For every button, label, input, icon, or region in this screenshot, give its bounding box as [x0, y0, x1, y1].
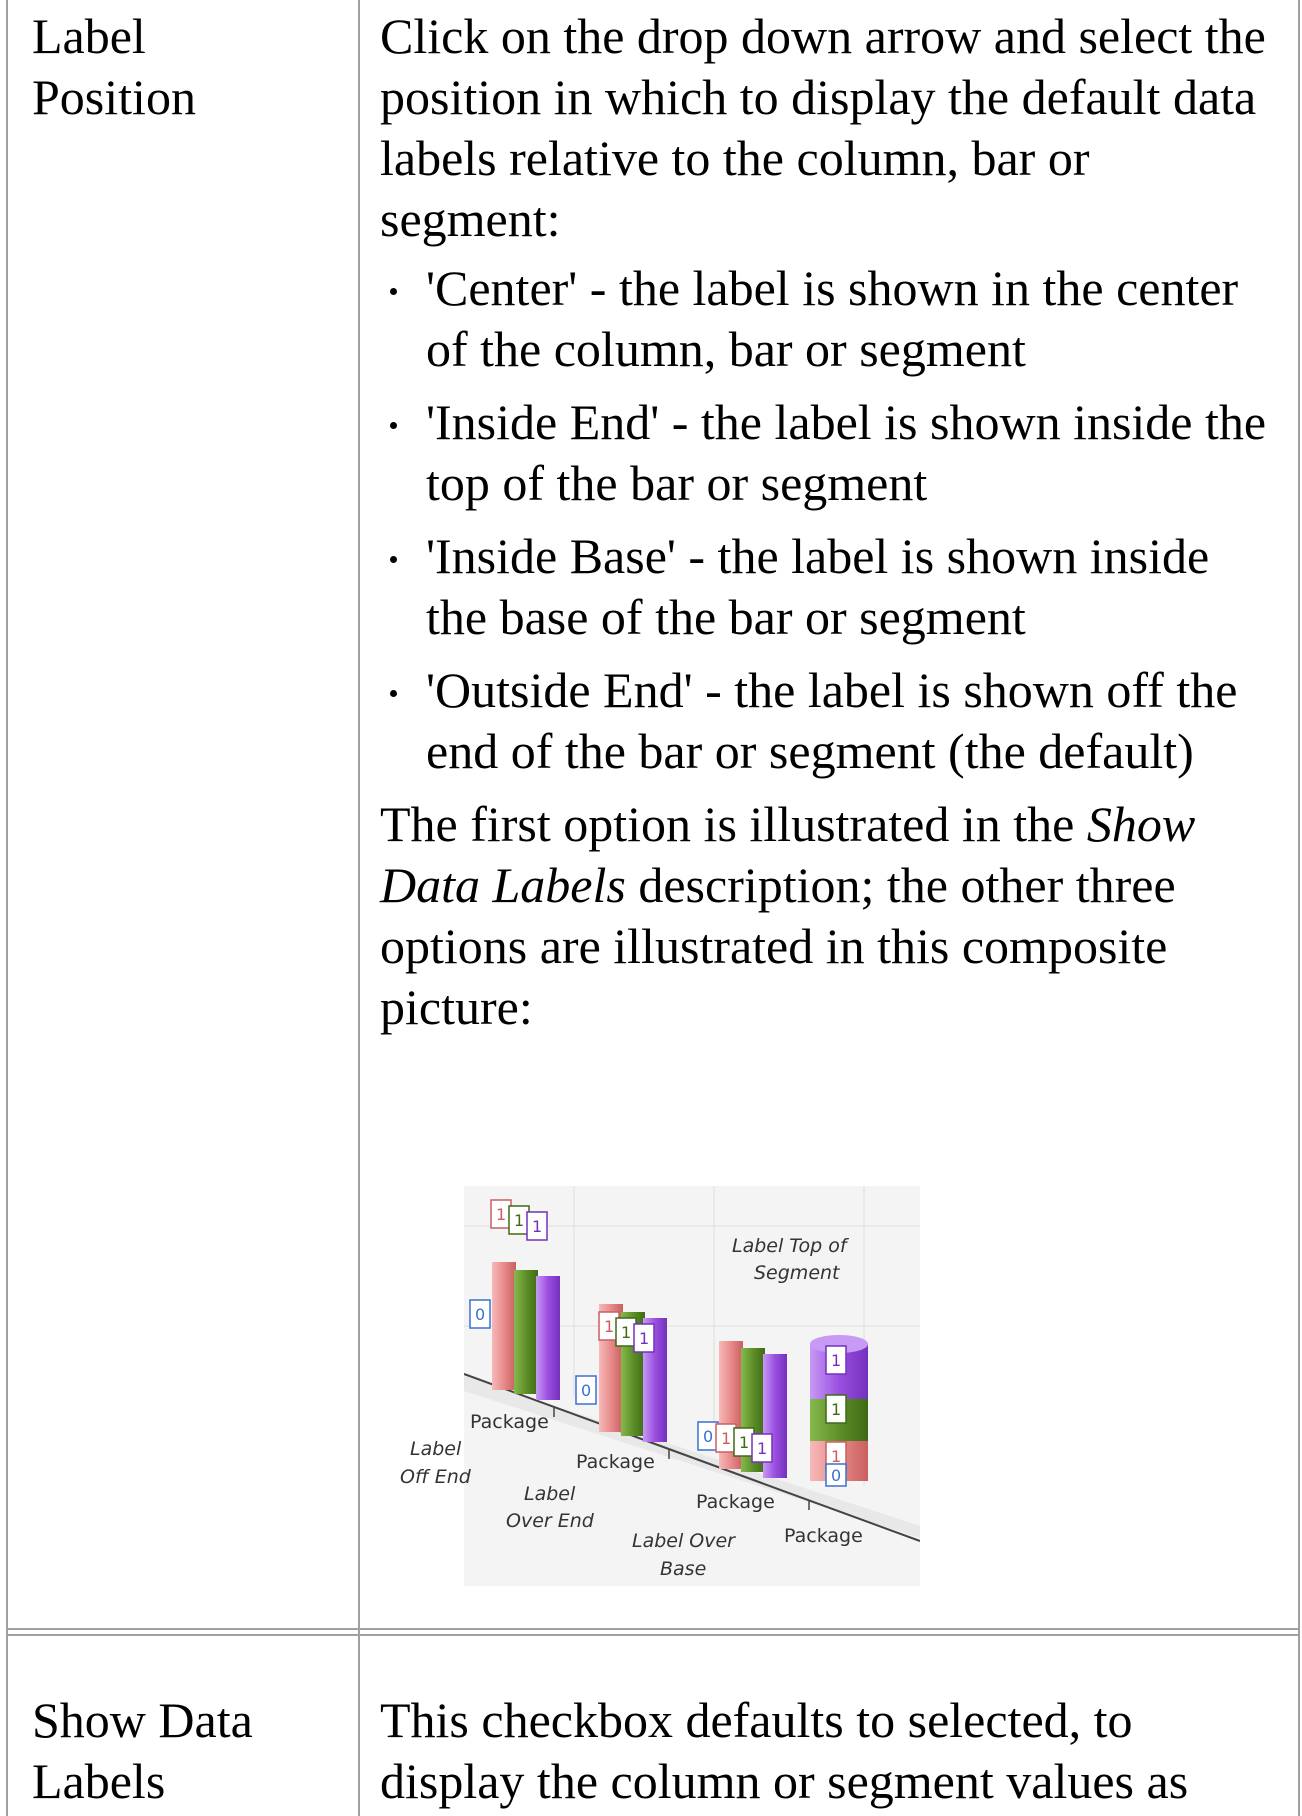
value-labels: 1 1 1 0 1 1 1 0 0 1 1: [469, 1199, 847, 1487]
option-center: 'Center' - the label is shown in the cen…: [390, 258, 1280, 380]
outro-text: The first option is illustrated in the S…: [380, 794, 1280, 1038]
value-label: 1: [831, 1400, 841, 1419]
value-label: 1: [831, 1351, 841, 1370]
annotation-top-of-segment: Label Top of: [732, 1235, 850, 1257]
outro-italic-link: Show Data Labels: [380, 796, 1196, 913]
value-label: 0: [475, 1305, 485, 1324]
category-label: Package: [470, 1411, 549, 1433]
description-show-data-labels: This checkbox defaults to selected, to d…: [380, 1690, 1280, 1812]
value-label: 0: [831, 1466, 841, 1485]
value-label: 1: [739, 1433, 749, 1452]
annotation-over-end: Label: [524, 1483, 576, 1505]
row-divider: [8, 1628, 1298, 1630]
value-label: 1: [532, 1217, 542, 1236]
option-outside-end: 'Outside End' - the label is shown off t…: [390, 660, 1280, 782]
term-line: Labels: [32, 1753, 166, 1809]
value-label: 1: [496, 1205, 506, 1224]
bar-group-1: [492, 1262, 560, 1400]
option-inside-end: 'Inside End' - the label is shown inside…: [390, 392, 1280, 514]
outro-after: description; the other three options are…: [380, 857, 1176, 1035]
annotation-over-base: Label Over: [632, 1530, 736, 1552]
value-label: 1: [757, 1439, 767, 1458]
composite-chart-svg: 1 1 1 0 1 1 1 0 0 1 1: [464, 1186, 920, 1547]
intro-text: Click on the drop down arrow and select …: [380, 8, 1266, 247]
term-show-data-labels: Show Data Labels: [32, 1690, 352, 1812]
annotation-top-of-segment: Segment: [754, 1262, 841, 1284]
category-label: Package: [696, 1491, 775, 1513]
options-list: 'Center' - the label is shown in the cen…: [380, 258, 1280, 782]
annotation-over-base: Base: [660, 1558, 706, 1580]
option-inside-base: 'Inside Base' - the label is shown insid…: [390, 526, 1280, 648]
value-label: 0: [703, 1427, 713, 1446]
description-label-position: Click on the drop down arrow and select …: [380, 6, 1280, 1038]
axis-ticks: [553, 1407, 810, 1510]
value-label: 1: [514, 1211, 524, 1230]
show-data-labels-text: This checkbox defaults to selected, to d…: [380, 1692, 1189, 1809]
outro-before: The first option is illustrated in the: [380, 796, 1087, 852]
term-line: Show Data: [32, 1692, 253, 1748]
value-label: 1: [721, 1429, 731, 1448]
value-label: 1: [831, 1447, 841, 1466]
properties-table: Label Position Click on the drop down ar…: [6, 0, 1300, 1816]
value-label: 0: [581, 1381, 591, 1400]
value-label: 1: [621, 1323, 631, 1342]
figure-annotations-outside: Label Off End Label Over End Label Over …: [400, 1438, 736, 1580]
category-label: Package: [576, 1451, 655, 1473]
x-axis: [464, 1373, 920, 1542]
composite-chart-figure: 1 1 1 0 1 1 1 0 0 1 1: [464, 1186, 920, 1586]
term-line: Label: [32, 8, 146, 64]
value-label: 1: [604, 1317, 614, 1336]
category-label: Package: [784, 1525, 863, 1547]
annotation-off-end: Label: [410, 1438, 462, 1460]
value-label: 1: [639, 1329, 649, 1348]
annotation-off-end: Off End: [400, 1466, 472, 1488]
column-divider: [358, 0, 360, 1816]
term-line: Position: [32, 69, 196, 125]
row-divider-inner: [8, 1634, 1298, 1636]
annotation-over-end: Over End: [506, 1510, 595, 1532]
term-label-position: Label Position: [32, 6, 352, 128]
